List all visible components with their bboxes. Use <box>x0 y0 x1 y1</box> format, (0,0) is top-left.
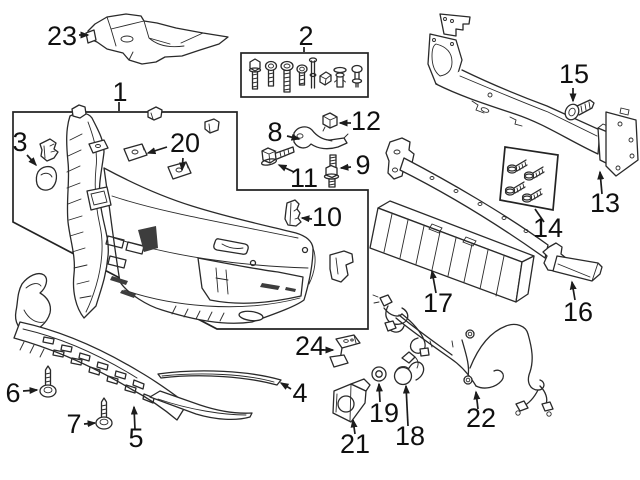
mushroom-stud-icon <box>351 64 363 88</box>
callout-7-arrow <box>83 420 97 428</box>
fog-opening <box>197 257 304 304</box>
part-23-bracket[interactable] <box>85 13 229 65</box>
callout-10-arrow <box>300 215 313 223</box>
callout-16-arrow <box>569 280 577 301</box>
callout-14[interactable]: 14 <box>533 213 563 243</box>
part-8-bracket[interactable] <box>293 126 349 150</box>
part-4-trim-strip[interactable] <box>157 370 282 386</box>
bumper-mounting-clips <box>71 104 354 283</box>
callout-labels: 1 2 3 4 5 6 7 8 9 10 11 12 13 14 15 16 1… <box>5 21 620 459</box>
callout-13[interactable]: 13 <box>590 188 620 218</box>
callout-5-arrow <box>130 405 138 431</box>
callout-2[interactable]: 2 <box>298 21 313 51</box>
small-screw-icon <box>296 64 308 86</box>
part-12-clip[interactable] <box>322 112 338 132</box>
push-rivet-icon <box>333 66 347 88</box>
part-14-bolt-kit[interactable] <box>499 146 559 212</box>
callout-4[interactable]: 4 <box>292 378 307 408</box>
callout-6[interactable]: 6 <box>5 378 20 408</box>
part-10-clip[interactable] <box>284 199 302 227</box>
part-6-screw[interactable] <box>39 365 57 398</box>
callout-23[interactable]: 23 <box>47 21 77 51</box>
callout-21[interactable]: 21 <box>340 429 370 459</box>
part-18-sensor[interactable] <box>393 351 425 386</box>
callout-1[interactable]: 1 <box>112 77 127 107</box>
callout-16[interactable]: 16 <box>563 297 593 327</box>
pin-rivet-icon <box>308 57 318 89</box>
square-clip-icon <box>319 71 332 86</box>
part-3-cover-clip[interactable] <box>35 138 59 191</box>
callout-15[interactable]: 15 <box>559 59 589 89</box>
callout-5[interactable]: 5 <box>128 423 143 453</box>
callout-20-arrow-b <box>179 157 187 172</box>
pan-screw-icon <box>264 60 278 87</box>
callout-13-arrow <box>597 170 605 195</box>
callout-18-arrow <box>402 384 410 427</box>
callout-8-arrow <box>286 133 301 141</box>
long-bolt-icon <box>280 60 294 93</box>
callout-20-arrow-a <box>146 146 168 155</box>
part-13-impact-bar[interactable] <box>427 13 639 177</box>
callout-9[interactable]: 9 <box>355 150 370 180</box>
hex-bolt-icon <box>248 58 262 90</box>
part-9-stud[interactable] <box>323 154 340 188</box>
callout-17-arrow <box>429 269 437 294</box>
part-22-harness[interactable] <box>372 294 554 417</box>
part-7-screw[interactable] <box>95 397 113 430</box>
flange-bolt-icon <box>504 159 545 203</box>
callout-18[interactable]: 18 <box>395 421 425 451</box>
part-11-bolt[interactable] <box>260 146 295 166</box>
part-2-fastener-kit[interactable] <box>240 52 369 98</box>
callout-3-arrow <box>26 154 38 167</box>
callout-11[interactable]: 11 <box>290 163 318 193</box>
left-grille-slots <box>105 235 145 298</box>
callout-22[interactable]: 22 <box>466 403 496 433</box>
callout-21-arrow <box>350 418 358 435</box>
callout-7[interactable]: 7 <box>66 409 81 439</box>
callout-17[interactable]: 17 <box>423 288 453 318</box>
callout-12[interactable]: 12 <box>351 106 381 136</box>
callout-3[interactable]: 3 <box>12 127 27 157</box>
callout-10[interactable]: 10 <box>312 202 342 232</box>
callout-20[interactable]: 20 <box>170 128 200 158</box>
callout-6-arrow <box>22 387 39 395</box>
callout-4-arrow <box>279 382 292 390</box>
part-19-grommet[interactable] <box>371 366 387 382</box>
washer-cover-emblem <box>213 238 249 255</box>
callout-9-arrow <box>339 163 352 171</box>
part-15-screw[interactable] <box>563 99 595 122</box>
callout-arrows <box>22 31 605 435</box>
part-21-sensor-bracket[interactable] <box>332 378 371 423</box>
valance-slots <box>42 336 155 404</box>
callout-19-arrow <box>375 382 383 403</box>
part-5-valance[interactable] <box>13 272 253 421</box>
callout-11-arrow <box>277 164 295 173</box>
callout-14-tick <box>534 208 545 223</box>
part-1-bumper-cover[interactable] <box>66 104 354 324</box>
callout-24[interactable]: 24 <box>295 331 325 361</box>
callout-22-arrow <box>473 390 481 410</box>
part-17-absorber[interactable] <box>369 200 535 303</box>
part-24-bracket[interactable] <box>329 334 361 368</box>
callout-19[interactable]: 19 <box>369 398 399 428</box>
callout-8[interactable]: 8 <box>267 117 282 147</box>
part-16-guide-rail[interactable] <box>385 137 603 282</box>
